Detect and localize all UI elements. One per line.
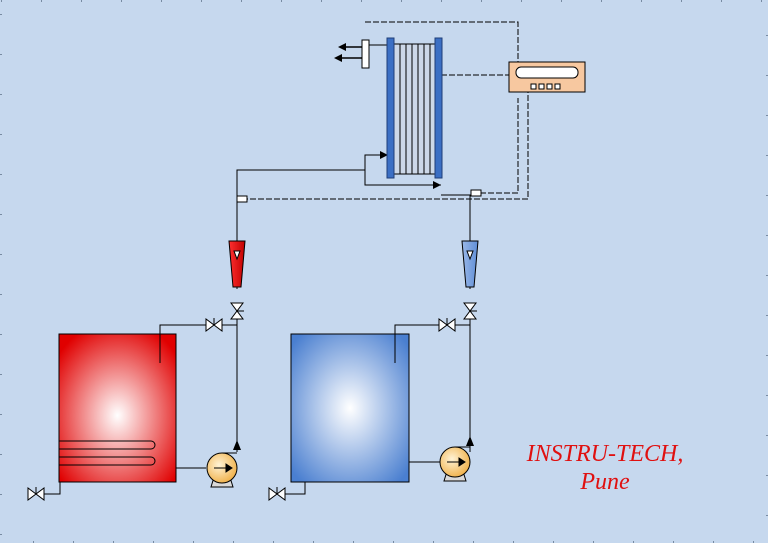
flow-arrows [233, 151, 474, 450]
valve-icon [463, 310, 477, 320]
cold-drain-pipe [285, 482, 306, 495]
heater-coil-lower [59, 456, 156, 466]
outlet-sensor [361, 39, 370, 69]
cold-inlet-pipe [364, 170, 441, 186]
hot-tank [58, 333, 177, 483]
indicator-key [538, 83, 545, 90]
arrow-left-icon [338, 43, 346, 51]
heater-coil-upper [59, 440, 156, 450]
valve-icon [268, 487, 278, 501]
valve-icon [213, 318, 223, 332]
arrow-left-icon [334, 54, 342, 62]
hot-drain-pipe [44, 482, 61, 495]
arrow-right-icon [380, 151, 388, 159]
plate-heat-exchanger-icon [386, 37, 443, 179]
hot-rotameter-float [233, 250, 241, 261]
cold-flow-valve[interactable] [463, 302, 477, 320]
hot-temp-sensor [236, 195, 248, 203]
temperature-indicator-icon [508, 61, 586, 93]
cold-temp-sensor [470, 189, 482, 197]
valve-icon [463, 302, 477, 312]
arrow-up-icon [466, 436, 474, 446]
cold-pump[interactable] [439, 446, 471, 482]
brand-name: INSTRU-TECH, [526, 441, 684, 467]
cold-rotameter-float [466, 250, 474, 261]
valve-icon [27, 487, 37, 501]
arrow-up-icon [233, 440, 241, 450]
valve-icon [230, 302, 244, 312]
hot-flow-valve[interactable] [230, 302, 244, 320]
hot-bypass-valve[interactable] [205, 318, 223, 332]
cold-drain-valve[interactable] [268, 487, 286, 501]
indicator-key [546, 83, 553, 90]
cold-tank [290, 333, 410, 483]
pump-arrow-icon [214, 463, 233, 473]
tank-icon [290, 333, 410, 483]
valve-icon [35, 487, 45, 501]
signal-line-top [365, 21, 519, 62]
heating-coil-icon [59, 440, 156, 466]
pump-arrow-icon [447, 457, 466, 467]
hot-pump[interactable] [206, 452, 238, 488]
cold-bypass-valve[interactable] [438, 318, 456, 332]
arrow-right-icon [433, 181, 441, 189]
signal-line-bottom [242, 90, 529, 200]
valve-icon [276, 487, 286, 501]
plate-pack [393, 43, 436, 175]
brand-label: INSTRU-TECH, Pune [500, 440, 710, 496]
indicator-key [530, 83, 537, 90]
cold-rotameter-icon [461, 240, 479, 288]
valve-icon [230, 310, 244, 320]
indicator-display [515, 66, 579, 79]
valve-icon [205, 318, 215, 332]
cold-rotameter-tube [461, 240, 479, 288]
signal-line-mid [480, 98, 519, 194]
pressure-frame-plate [434, 37, 443, 179]
hot-rotameter-tube [228, 240, 246, 288]
hot-drain-valve[interactable] [27, 487, 45, 501]
fixed-frame-plate [386, 37, 395, 179]
flow-out-arrows [334, 39, 370, 69]
valve-icon [438, 318, 448, 332]
valve-icon [446, 318, 456, 332]
hot-rotameter-icon [228, 240, 246, 288]
tank-icon [58, 333, 177, 483]
brand-city: Pune [580, 469, 630, 495]
indicator-key [554, 83, 561, 90]
